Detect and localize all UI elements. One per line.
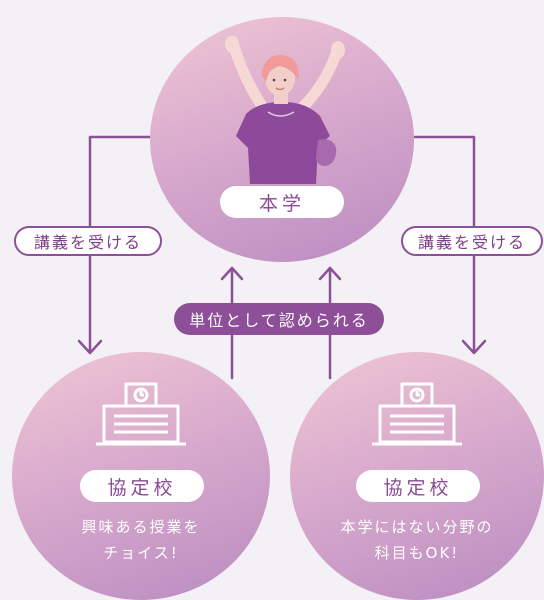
- right-arrow-head: [461, 339, 487, 355]
- center-connector-tag: 単位として認められる: [174, 303, 384, 335]
- right-connector-tag: 講義を受ける: [401, 226, 543, 256]
- up-arrow-head-right: [318, 266, 342, 281]
- school-building-icon: [372, 382, 462, 446]
- left-connector: [88, 135, 152, 354]
- right-connector: [413, 135, 476, 354]
- left-school-label: 協定校: [80, 470, 204, 502]
- left-school-desc-line1: 興味ある授業を: [81, 518, 201, 536]
- right-school-desc: 本学にはない分野の 科目もOK!: [290, 514, 544, 566]
- left-connector-tag: 講義を受ける: [14, 226, 162, 256]
- left-school-desc: 興味ある授業を チョイス!: [12, 514, 270, 566]
- left-school-desc-line2: チョイス!: [103, 544, 179, 562]
- top-label: 本学: [220, 186, 344, 218]
- up-arrow-head-left: [220, 266, 244, 281]
- right-school-desc-line2: 科目もOK!: [374, 544, 460, 562]
- person-cheering-icon: [225, 36, 345, 184]
- right-school-desc-line1: 本学にはない分野の: [340, 518, 494, 536]
- left-arrow-head: [77, 339, 103, 355]
- right-school-label: 協定校: [356, 470, 480, 502]
- school-building-icon: [96, 382, 186, 446]
